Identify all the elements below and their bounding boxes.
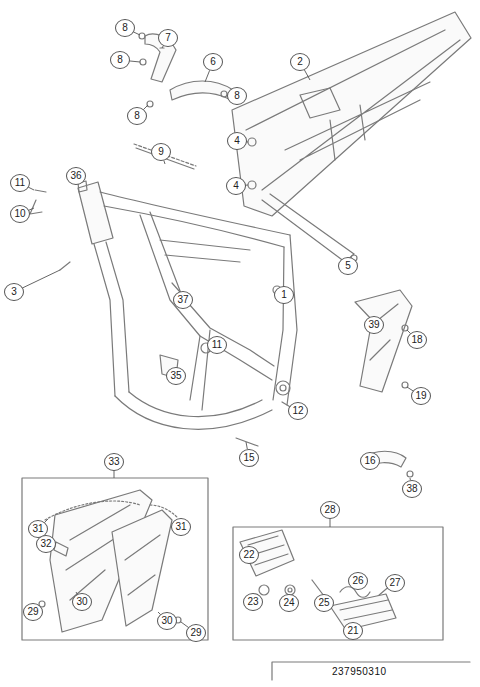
leader-line [28,187,34,190]
leader-line [22,270,60,288]
callout-number: 6 [203,53,223,71]
callout-number: 9 [151,143,171,161]
leader-line [164,161,165,164]
leader-line [304,70,310,80]
callout-number: 4 [227,132,247,150]
callout-number: 2 [290,53,310,71]
callout-number: 5 [338,257,358,275]
callout-number: 30 [72,593,92,611]
leader-line [114,471,115,478]
callout-number: 25 [314,594,334,612]
callout-number: 33 [104,453,124,471]
callout-number: 32 [36,535,56,553]
callout-number: 27 [385,574,405,592]
callout-number: 31 [171,518,191,536]
callout-number: 1 [274,286,294,304]
drawing-number: 237950310 [330,666,389,678]
callout-number: 30 [157,612,177,630]
callout-number: 12 [288,402,308,420]
callout-number: 22 [239,546,259,564]
callout-number: 4 [226,177,246,195]
callout-number: 24 [279,594,299,612]
callout-number: 23 [243,593,263,611]
callout-number: 8 [127,107,147,125]
leader-line [330,519,331,527]
leader-line [205,70,210,82]
callout-number: 15 [239,449,259,467]
callout-number: 16 [360,452,380,470]
callout-number: 38 [402,480,422,498]
callout-number: 29 [23,603,43,621]
callout-number: 7 [158,29,178,47]
callout-number: 11 [10,174,30,192]
callout-number: 11 [207,336,227,354]
callout-number: 35 [166,367,186,385]
callout-number: 10 [10,205,30,223]
leader-line [133,32,140,35]
callout-number: 8 [115,19,135,37]
callout-number: 8 [110,51,130,69]
callout-number: 39 [364,316,384,334]
callout-number: 21 [343,622,363,640]
callout-number: 8 [227,87,247,105]
callout-number: 37 [173,291,193,309]
callout-number: 26 [348,572,368,590]
leader-line [129,61,140,62]
callout-number: 3 [4,283,24,301]
callout-number: 28 [320,501,340,519]
callout-number: 19 [411,387,431,405]
callout-number: 36 [66,167,86,185]
callout-number: 29 [186,624,206,642]
callout-number: 18 [407,331,427,349]
